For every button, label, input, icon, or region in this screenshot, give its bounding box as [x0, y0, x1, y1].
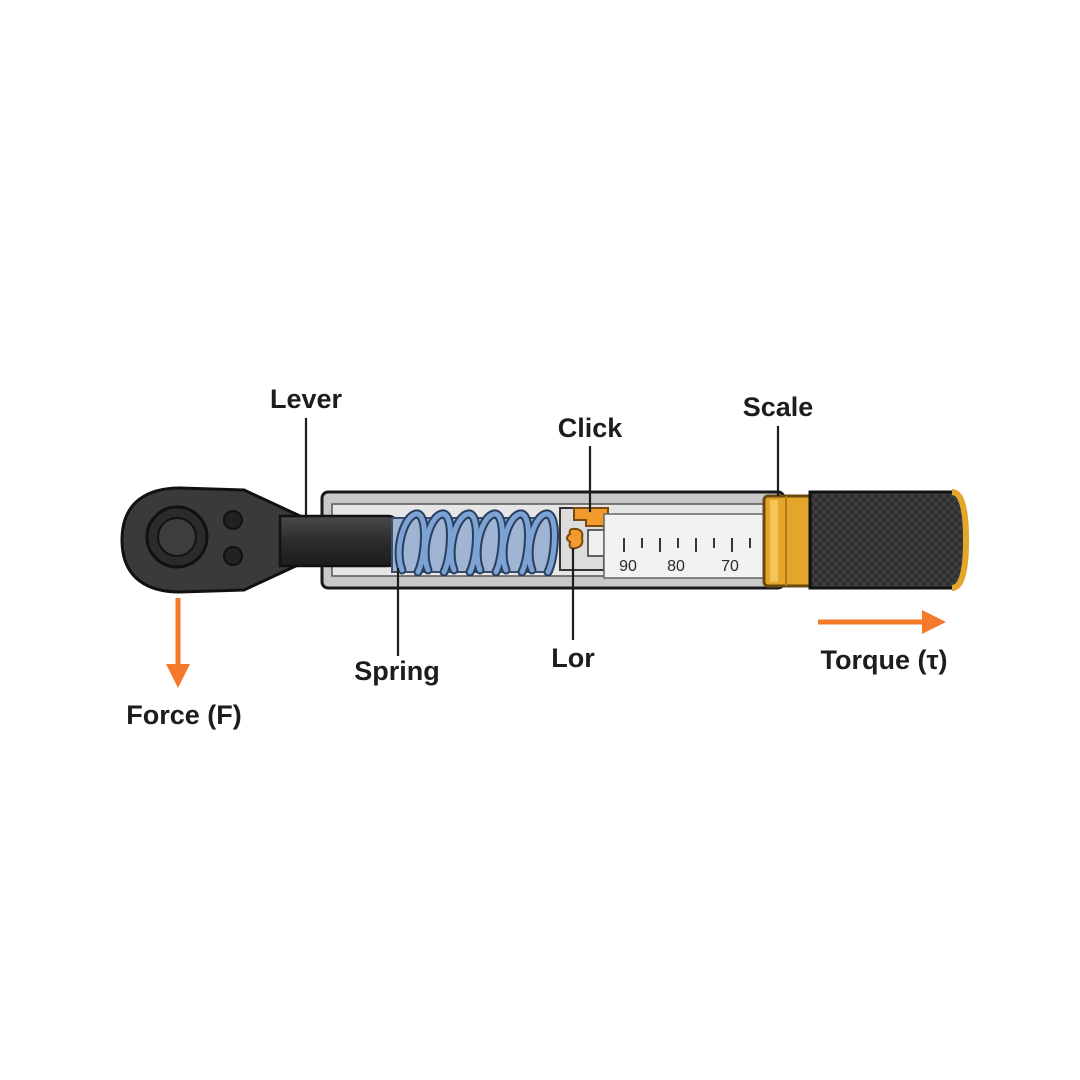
pin-bottom — [223, 546, 243, 566]
scale-mark-80: 80 — [667, 558, 685, 575]
lever-label: Lever — [270, 384, 343, 414]
force-label: Force (F) — [126, 700, 242, 730]
handle-grip — [808, 489, 970, 591]
scale-collar — [762, 494, 816, 588]
scale-mark-90: 90 — [619, 558, 637, 575]
arrow-right-icon — [818, 610, 946, 634]
arrow-down-icon — [166, 598, 190, 688]
torque-label: Torque (τ) — [820, 645, 947, 675]
click-pawl — [573, 507, 609, 527]
click-label: Click — [558, 413, 624, 443]
lock-label: Lor — [551, 643, 595, 673]
pin-top — [223, 510, 243, 530]
scale-window: 90 80 70 — [603, 513, 765, 579]
scale-label: Scale — [743, 392, 814, 422]
spring-label: Spring — [354, 656, 440, 686]
click-mechanism — [559, 507, 609, 571]
spring — [391, 509, 559, 577]
scale-mark-70: 70 — [721, 558, 739, 575]
spring-coil-highlight — [526, 511, 557, 575]
lock-cam — [566, 527, 584, 550]
ratchet-head — [120, 486, 302, 594]
lever-shaft — [278, 514, 398, 568]
